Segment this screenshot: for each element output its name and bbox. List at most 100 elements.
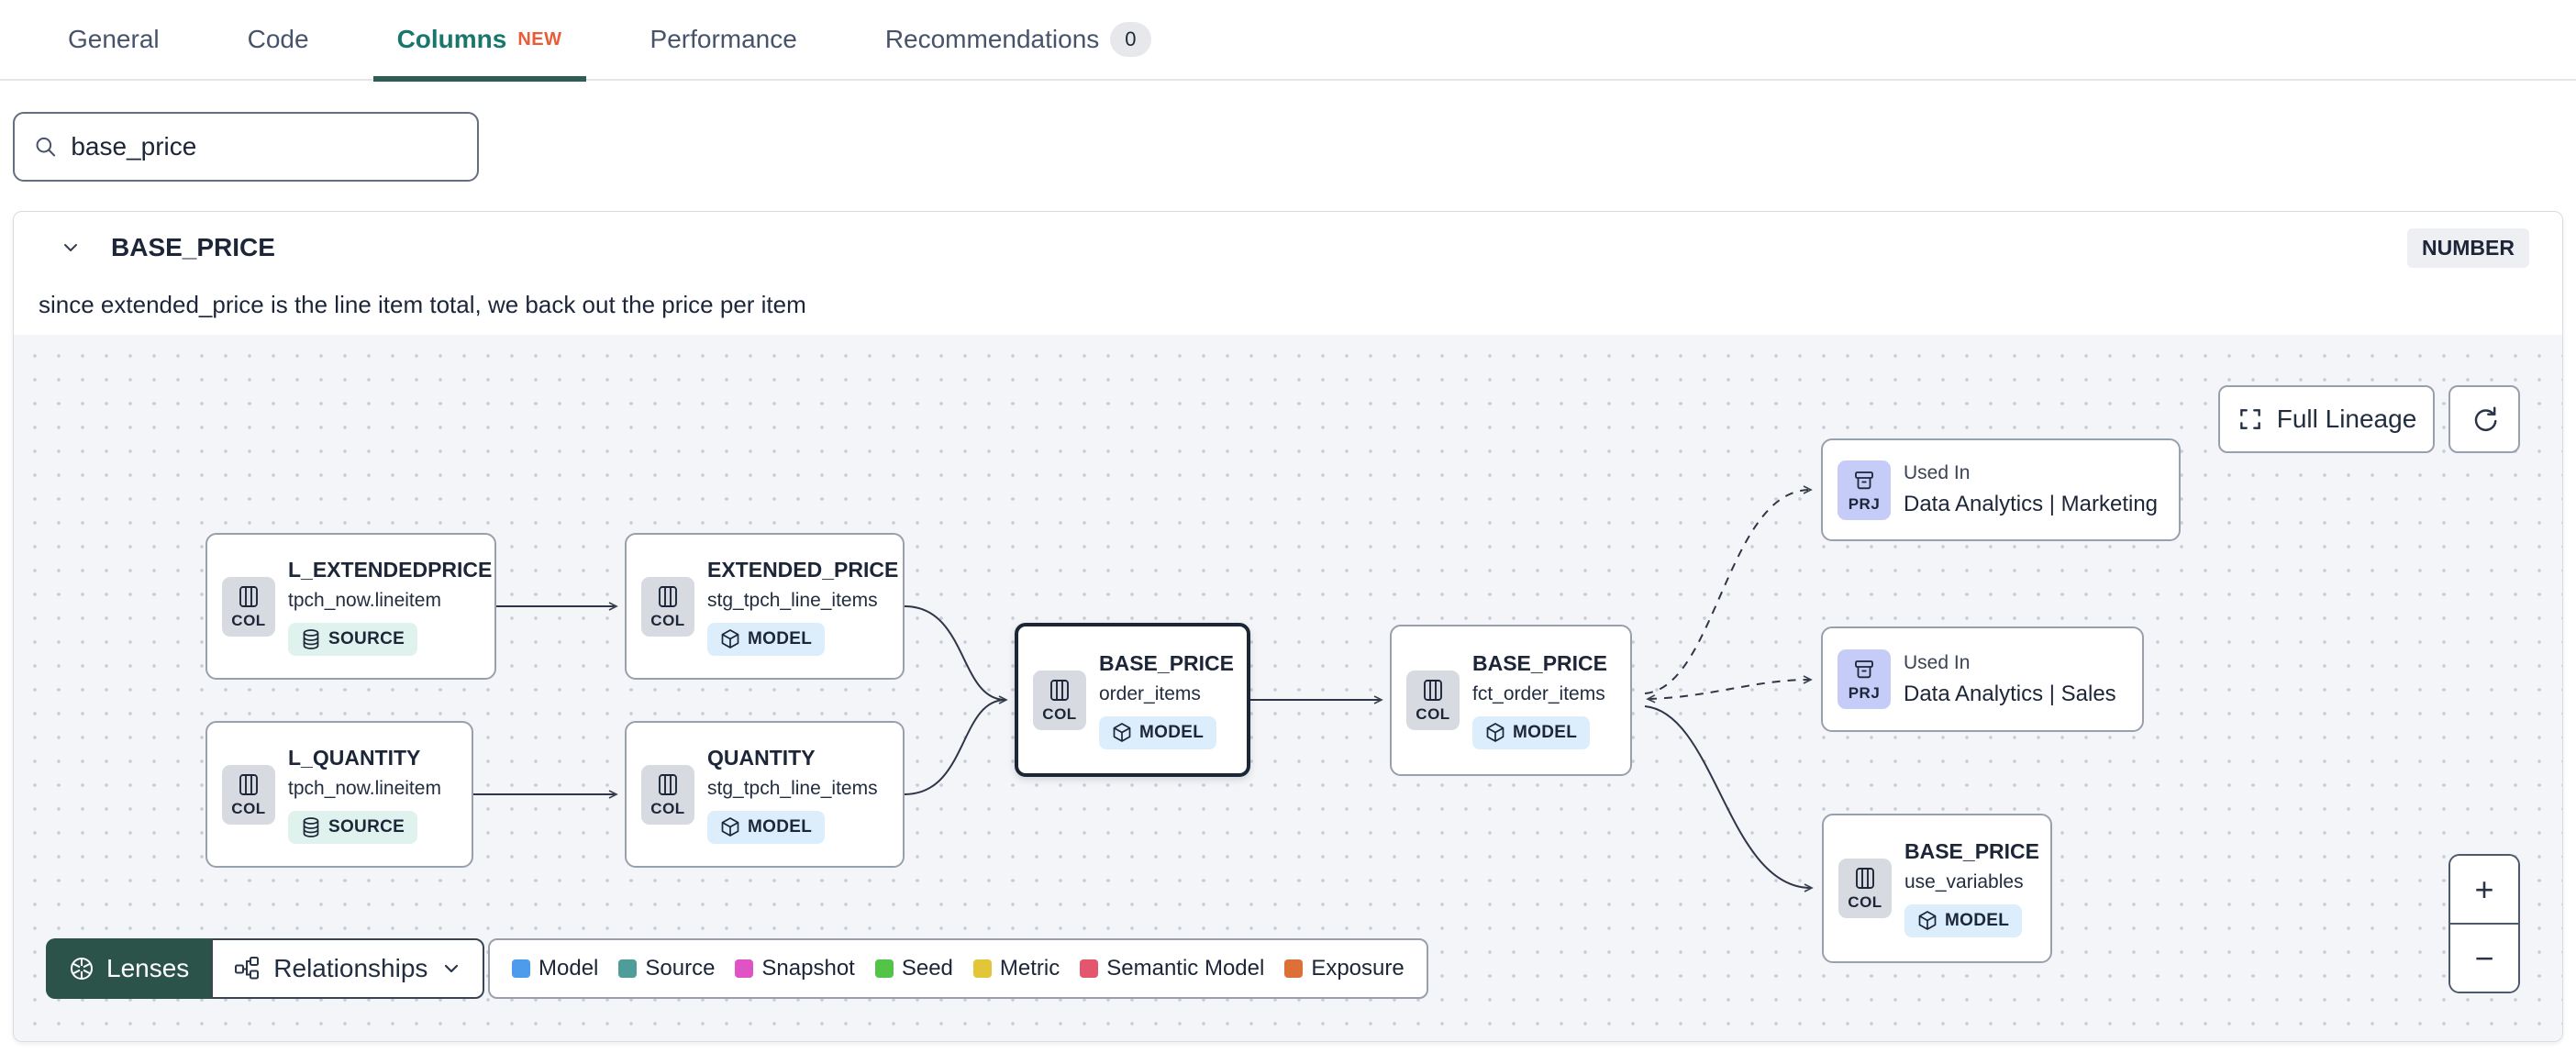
source-badge: SOURCE	[288, 810, 418, 844]
refresh-icon	[2474, 406, 2497, 432]
legend-item-model: Model	[512, 956, 598, 981]
project-icon	[1855, 660, 1873, 679]
lenses-toolbar: Lenses Relationships	[46, 938, 485, 999]
tab-bar: General Code Columns NEW Performance Rec…	[0, 0, 2576, 82]
col-kind-badge: COL	[1406, 671, 1460, 730]
legend-item-metric: Metric	[972, 956, 1060, 981]
col-kind-badge: COL	[641, 764, 694, 825]
project-icon	[1855, 471, 1873, 489]
columns-icon	[1424, 680, 1442, 701]
collapse-chevron-icon[interactable]	[60, 237, 82, 259]
column-header: BASE_PRICE NUMBER	[14, 212, 2562, 283]
columns-icon	[239, 773, 258, 795]
col-kind-badge: COL	[641, 576, 694, 637]
column-description: since extended_price is the line item to…	[39, 291, 806, 318]
col-kind-badge: COL	[1033, 670, 1086, 730]
node-subtitle: stg_tpch_line_items	[707, 777, 878, 799]
lineage-node-base-price-fct-order-items[interactable]: COL BASE_PRICE fct_order_items MODEL	[1390, 625, 1632, 776]
node-title: L_EXTENDEDPRICE	[288, 557, 493, 582]
model-badge: MODEL	[1099, 715, 1217, 749]
col-kind-badge: COL	[1838, 859, 1892, 918]
lineage-node-used-in-sales[interactable]: PRJ Used In Data Analytics | Sales	[1821, 626, 2144, 732]
columns-icon	[1050, 679, 1069, 701]
legend-swatch	[735, 959, 754, 978]
model-badge: MODEL	[707, 622, 826, 656]
lineage-canvas[interactable]: COL L_EXTENDEDPRICE tpch_now.lineitem SO…	[14, 335, 2562, 1041]
col-kind-badge: COL	[222, 576, 275, 637]
refresh-button[interactable]	[2448, 385, 2520, 453]
chevron-down-icon	[445, 964, 459, 973]
prj-kind-badge: PRJ	[1838, 649, 1891, 709]
lineage-node-l-quantity[interactable]: COL L_QUANTITY tpch_now.lineitem SOURCE	[205, 721, 473, 868]
node-title: BASE_PRICE	[1472, 651, 1607, 675]
zoom-in-button[interactable]: +	[2450, 856, 2518, 923]
lineage-node-quantity[interactable]: COL QUANTITY stg_tpch_line_items MODEL	[625, 721, 905, 868]
node-type-legend: Model Source Snapshot Seed Metric	[488, 938, 1428, 999]
columns-icon	[659, 773, 677, 795]
zoom-control: + −	[2448, 854, 2520, 993]
relationships-select[interactable]: Relationships	[211, 938, 485, 999]
node-title: QUANTITY	[707, 745, 816, 770]
col-kind-badge: COL	[222, 764, 275, 825]
recommendations-count-badge: 0	[1110, 22, 1151, 57]
column-detail-panel: BASE_PRICE NUMBER since extended_price i…	[13, 211, 2563, 1042]
model-badge: MODEL	[1472, 716, 1591, 749]
lineage-node-base-price-use-variables[interactable]: COL BASE_PRICE use_variables MODEL	[1822, 814, 2052, 963]
fullscreen-icon	[2239, 409, 2260, 429]
tab-performance[interactable]: Performance	[650, 25, 797, 53]
cube-icon	[1918, 911, 1937, 930]
search-icon	[36, 137, 56, 157]
zoom-out-button[interactable]: −	[2450, 925, 2518, 992]
lineage-node-used-in-marketing[interactable]: PRJ Used In Data Analytics | Marketing	[1821, 438, 2181, 541]
lineage-node-extended-price[interactable]: COL EXTENDED_PRICE stg_tpch_line_items M…	[625, 533, 905, 680]
tab-recommendations[interactable]: Recommendations 0	[861, 0, 1175, 80]
legend-swatch	[512, 959, 530, 978]
project-name: Data Analytics | Marketing	[1904, 492, 2159, 516]
lenses-button[interactable]: Lenses	[46, 938, 212, 999]
database-icon	[303, 628, 319, 649]
legend-swatch	[874, 959, 894, 978]
lineage-node-l-extendedprice[interactable]: COL L_EXTENDEDPRICE tpch_now.lineitem SO…	[205, 533, 496, 680]
node-title: BASE_PRICE	[1904, 839, 2039, 863]
lineage-edges	[473, 485, 1814, 892]
legend-item-source: Source	[618, 956, 715, 981]
cube-icon	[721, 816, 739, 837]
legend-item-seed: Seed	[874, 956, 953, 981]
node-subtitle: stg_tpch_line_items	[707, 589, 878, 611]
legend-item-exposure: Exposure	[1284, 956, 1405, 981]
columns-icon	[1856, 868, 1874, 889]
node-subtitle: order_items	[1099, 682, 1201, 704]
source-badge: SOURCE	[288, 622, 418, 656]
legend-swatch	[618, 959, 638, 978]
node-subtitle: tpch_now.lineitem	[288, 589, 441, 611]
tab-columns[interactable]: Columns NEW	[372, 0, 586, 82]
columns-icon	[659, 585, 677, 607]
full-lineage-button[interactable]: Full Lineage	[2218, 385, 2435, 453]
columns-icon	[239, 585, 258, 607]
used-in-label: Used In	[1904, 462, 1971, 483]
zoom-divider	[2450, 923, 2518, 925]
column-type-badge: NUMBER	[2407, 227, 2529, 268]
node-title: EXTENDED_PRICE	[707, 557, 899, 582]
used-in-label: Used In	[1904, 651, 1971, 673]
tab-code[interactable]: Code	[247, 25, 309, 53]
column-search[interactable]	[13, 112, 479, 182]
model-badge: MODEL	[1904, 904, 2023, 937]
tab-general[interactable]: General	[68, 25, 160, 53]
database-icon	[303, 816, 319, 837]
lineage-node-base-price-order-items[interactable]: COL BASE_PRICE order_items MODEL	[1015, 623, 1250, 777]
search-input[interactable]	[71, 132, 459, 161]
node-subtitle: use_variables	[1904, 871, 2024, 892]
cube-icon	[1113, 722, 1131, 742]
legend-swatch	[972, 959, 992, 978]
legend-item-snapshot: Snapshot	[735, 956, 855, 981]
project-name: Data Analytics | Sales	[1904, 681, 2116, 706]
new-badge: NEW	[517, 28, 562, 50]
prj-kind-badge: PRJ	[1838, 460, 1891, 520]
node-title: BASE_PRICE	[1099, 650, 1234, 675]
cube-icon	[721, 628, 739, 648]
cube-icon	[1486, 723, 1505, 742]
model-badge: MODEL	[707, 810, 826, 844]
aperture-icon	[71, 958, 93, 980]
